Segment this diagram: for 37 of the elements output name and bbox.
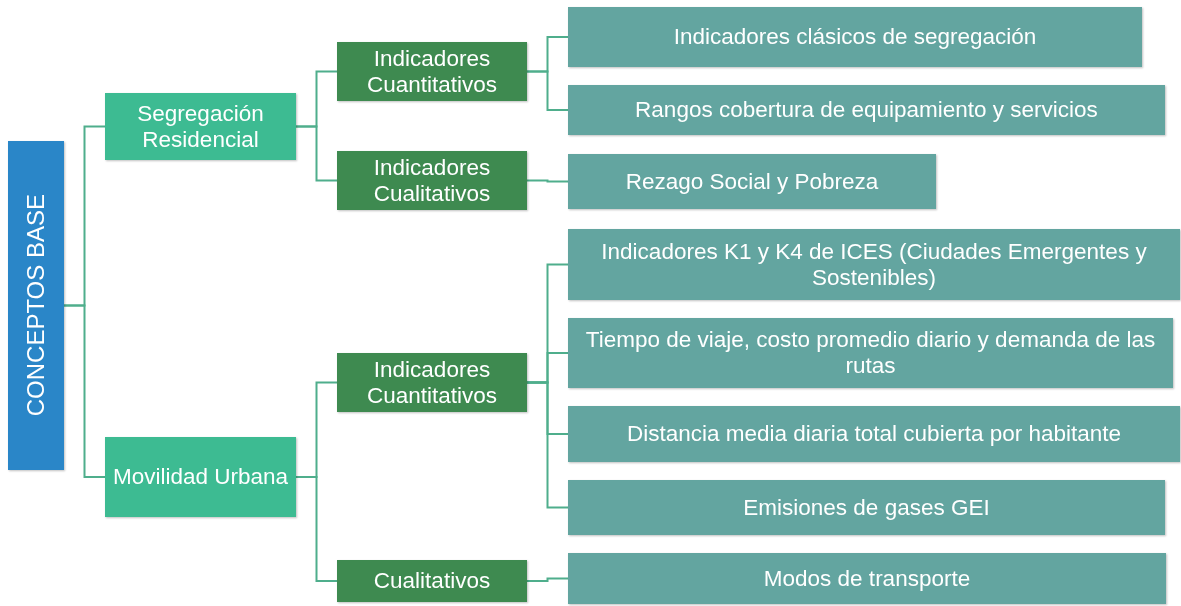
category-box xyxy=(568,318,1173,388)
category-box xyxy=(337,560,527,602)
box-label: Movilidad Urbana xyxy=(112,464,289,490)
box-label: Indicadores Cualitativos xyxy=(372,154,492,207)
box-label: Rezago Social y Pobreza xyxy=(625,168,879,195)
category-box xyxy=(568,553,1166,604)
box-label: Modos de transporte xyxy=(763,565,971,592)
tree-connector xyxy=(63,304,106,478)
category-box xyxy=(337,42,527,101)
category-box xyxy=(105,93,296,160)
box-label: Indicadores K1 y K4 de ICES (Ciudades Emergentes y Sostenibles) xyxy=(600,238,1148,291)
category-box xyxy=(337,151,527,210)
box-label: Indicadores Cuantitativos xyxy=(365,45,499,98)
category-box xyxy=(105,437,296,517)
box-label: Rangos cobertura de equipamiento y servicios xyxy=(635,97,1098,123)
box-label: Indicadores clásicos de segregación xyxy=(673,24,1037,50)
category-box xyxy=(568,229,1180,300)
box-label: Cualitativos xyxy=(373,568,491,594)
category-box xyxy=(568,480,1165,535)
category-box xyxy=(568,85,1165,135)
tree-connector xyxy=(295,476,338,582)
tree-connector xyxy=(526,179,569,183)
category-box xyxy=(568,154,936,209)
box-label: Emisiones de gases GEI xyxy=(743,494,990,521)
category-box xyxy=(568,7,1142,67)
category-box xyxy=(568,406,1180,462)
tree-connector xyxy=(295,125,338,182)
box-label: Tiempo de viaje, costo promedio diario y demanda de las rutas xyxy=(584,327,1157,379)
box-label: Indicadores Cuantitativos xyxy=(365,356,499,409)
tree-connector xyxy=(526,70,569,111)
tree-connector xyxy=(526,577,569,582)
box-label: Distancia media diaria total cubierta por habitante xyxy=(626,421,1121,447)
tree-connector xyxy=(526,381,569,509)
box-label: Segregación Residencial xyxy=(136,100,265,153)
vertical-title-bar xyxy=(8,141,64,470)
category-box xyxy=(337,353,527,412)
box-label: CONCEPTOS BASE xyxy=(22,194,50,417)
